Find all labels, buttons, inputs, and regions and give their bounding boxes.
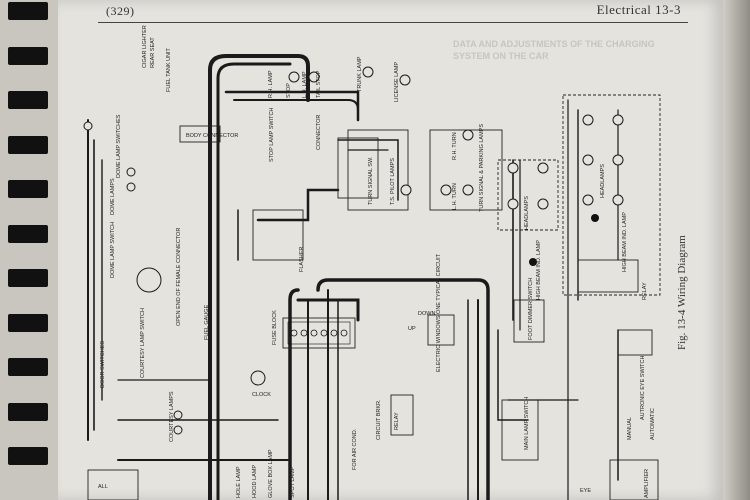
page-edge bbox=[723, 0, 750, 500]
label-relay: RELAY bbox=[642, 282, 648, 300]
label-courtesy-switch: COURTESY LAMP SWITCH bbox=[140, 308, 146, 378]
binder-ring bbox=[8, 135, 48, 154]
label-relay-small: RELAY bbox=[394, 412, 400, 430]
label-headlamps-left: HEADLAMPS bbox=[524, 196, 530, 230]
label-open-end: OPEN END OF FEMALE CONNECTOR bbox=[176, 228, 182, 326]
label-dome-lamp-switches: DOME LAMP SWITCHES bbox=[116, 114, 122, 178]
label-turn-signal-sw: TURN SIGNAL SW. bbox=[368, 156, 374, 205]
label-tail-stop: TAIL STOP bbox=[316, 70, 322, 98]
label-manual: MANUAL bbox=[627, 417, 633, 440]
page-number: (329) bbox=[106, 4, 135, 18]
label-turn-parking: TURN SIGNAL & PARKING LAMPS bbox=[479, 124, 485, 212]
label-fuse-block: FUSE BLOCK bbox=[272, 310, 278, 345]
binder-ring bbox=[8, 269, 48, 287]
label-foot-dimmer: FOOT DIMMER SWITCH bbox=[528, 278, 534, 340]
label-courtesy-lamps: COURTESY LAMPS bbox=[169, 391, 175, 442]
label-rh-turn: R.H. TURN bbox=[452, 132, 458, 160]
binder-ring bbox=[8, 180, 48, 198]
label-electric-windows: ELECTRIC WINDOWS ONE TYPICAL CIRCUIT bbox=[436, 253, 442, 372]
label-flasher: FLASHER bbox=[299, 247, 305, 272]
label-body-connector: BODY CONNECTOR bbox=[186, 133, 238, 139]
label-for-air-cond: FOR AIR COND. bbox=[352, 428, 358, 470]
label-rear-seat: REAR SEAT bbox=[150, 37, 156, 68]
binder-ring bbox=[8, 402, 48, 421]
label-circuit-brkr: CIRCUIT BRKR. bbox=[376, 399, 382, 440]
label-rh-lamp: R.H. LAMP bbox=[268, 70, 274, 98]
binder-ring bbox=[8, 447, 48, 465]
section-title: Electrical 13-3 bbox=[596, 2, 681, 17]
label-headlamps-right: HEADLAMPS bbox=[600, 164, 606, 198]
binder-ring bbox=[8, 2, 48, 20]
label-high-beam-right: HIGH BEAM IND. LAMP bbox=[622, 212, 628, 272]
label-stop-lamp-switch: STOP LAMP SWITCH bbox=[269, 108, 275, 162]
label-dome-lamp-switch: DOME LAMP SWITCH bbox=[110, 222, 116, 278]
label-high-beam-left: HIGH BEAM IND. LAMP bbox=[536, 240, 542, 300]
label-hole-lamp: HOLE LAMP bbox=[236, 466, 242, 498]
label-clock: CLOCK bbox=[252, 392, 271, 398]
label-down: DOWN bbox=[418, 311, 435, 317]
label-eye: EYE bbox=[580, 488, 591, 494]
binder-strip bbox=[0, 0, 58, 500]
label-license-lamp: LICENSE LAMP bbox=[394, 62, 400, 102]
label-cigar-lighter: CIGAR LIGHTER bbox=[142, 25, 148, 68]
label-amplifier: AMPLIFIER bbox=[644, 469, 650, 498]
label-door-switches: DOOR SWITCHES bbox=[100, 341, 106, 388]
label-stop: STOP bbox=[286, 83, 292, 98]
label-dome-lamps: DOME LAMPS bbox=[110, 178, 116, 215]
label-connector: CONNECTOR bbox=[316, 115, 322, 150]
wiring-diagram: CIGAR LIGHTER REAR SEAT FUEL TANK UNIT R… bbox=[83, 25, 661, 500]
binder-ring bbox=[8, 46, 48, 65]
binder-ring bbox=[8, 91, 48, 109]
label-trunk-lamp: TRUNK LAMP bbox=[357, 56, 363, 92]
label-lh-turn: L.H. TURN bbox=[452, 183, 458, 210]
label-hood-lamp: HOOD LAMP bbox=[252, 465, 258, 498]
label-fuel-tank: FUEL TANK UNIT bbox=[166, 47, 172, 92]
figure-caption: Fig. 13-4 Wiring Diagram bbox=[676, 235, 688, 350]
binder-ring bbox=[8, 313, 48, 332]
binder-ring bbox=[8, 224, 48, 243]
label-all: ALL bbox=[98, 484, 108, 490]
label-autronic-eye: AUTRONIC EYE SWITCH bbox=[640, 355, 646, 420]
label-automatic: AUTOMATIC bbox=[650, 408, 656, 440]
label-lh-lamp: L.H. LAMP bbox=[302, 71, 308, 98]
label-fuel-gauge: FUEL GAUGE bbox=[204, 304, 210, 340]
label-ts-pilot: T.S. PILOT LAMPS bbox=[390, 158, 396, 205]
label-glove-box: GLOVE BOX LAMP bbox=[268, 449, 274, 498]
label-up: UP bbox=[408, 326, 416, 332]
manual-page: (329) Electrical 13-3 DATA AND ADJUSTMEN… bbox=[58, 0, 723, 500]
label-spot-lamp: SPOT LAMP bbox=[290, 466, 296, 498]
label-main-lamp-switch: MAIN LAMP SWITCH bbox=[524, 397, 530, 450]
bleed-through-text: DATA AND ADJUSTMENTS OF THE CHARGING SYS… bbox=[453, 39, 655, 61]
binder-ring bbox=[8, 358, 48, 376]
header-rule bbox=[98, 22, 688, 23]
